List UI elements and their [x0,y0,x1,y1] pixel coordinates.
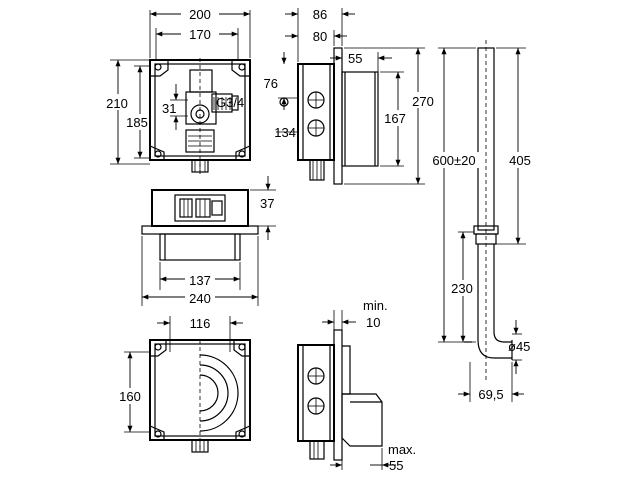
label-thread-g34: G3/4 [216,95,244,110]
dim-side-height-270: 270 [412,94,434,109]
dim-side-offset-76: 76 [264,76,278,91]
dim-plan-depth-37: 37 [260,196,274,211]
side-view-with-cover: min. 10 max. 55 [297,298,416,473]
dim-pipe-length-230: 230 [451,281,473,296]
dim-front-height-185: 185 [126,115,148,130]
dim-cover-width-116: 116 [190,316,211,331]
front-view-with-cover: 116 160 [116,316,251,453]
dim-pipe-diameter-45: ø45 [508,339,530,354]
dim-plan-width-240: 240 [189,291,211,306]
mounting-ear [235,145,251,161]
dim-cover-height-160: 160 [119,389,141,404]
dim-side-offset-134: 134 [274,125,296,140]
dim-max-value: 55 [389,458,403,473]
side-view-plate [333,47,343,185]
dim-pipe-offset-695: 69,5 [478,387,503,402]
dim-max-label: max. [388,442,416,457]
cover-plate [199,354,239,432]
valve-body [189,69,213,93]
pipe-view: 600±20 405 230 ø45 69,5 [425,40,534,402]
dim-side-width-80: 80 [313,29,327,44]
mounting-ear [231,59,251,77]
dim-front-width-170: 170 [189,27,211,42]
dim-front-width-200: 200 [189,7,211,22]
cover-button [199,374,219,412]
dim-plan-width-137: 137 [189,273,211,288]
side-view: 86 80 55 76 134 270 167 [264,7,436,185]
plan-view: 37 137 240 [141,176,276,306]
dim-side-offset-55: 55 [348,51,362,66]
front-view: 200 170 210 185 31 G3/4 [105,5,251,176]
dim-side-height-167: 167 [384,111,406,126]
cover-side-plate [333,329,343,461]
dim-pipe-length-600: 600±20 [432,153,475,168]
dim-min-value: 10 [366,315,380,330]
dim-front-offset-31: 31 [162,101,176,116]
dim-pipe-length-405: 405 [509,153,531,168]
plan-view-plate [141,225,259,235]
dim-min-label: min. [363,298,388,313]
mounting-ear [149,145,165,161]
cover-side-box [341,393,383,447]
mounting-ear [149,59,169,77]
pipe-bend [477,244,512,359]
side-view-cover [341,71,379,167]
dim-side-width-86: 86 [313,7,327,22]
dim-front-height-210: 210 [106,96,128,111]
plan-view-box [159,233,241,261]
